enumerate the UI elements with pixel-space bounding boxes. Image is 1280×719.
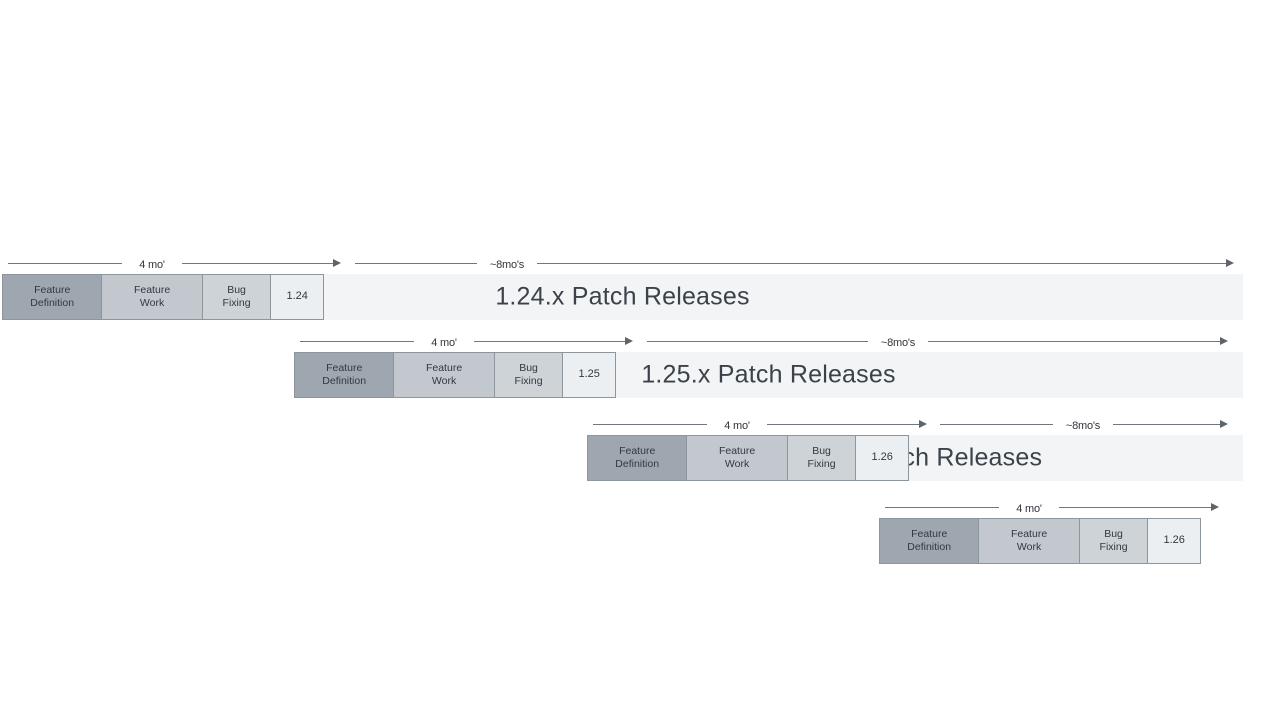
dev-duration-arrow-1.25-arrowhead-icon (625, 337, 633, 345)
segment-feature-definition: Feature Definition (880, 519, 980, 563)
patch-duration-arrow-1.26-arrowhead-icon (1220, 420, 1228, 428)
segment-feature-definition: Feature Definition (3, 275, 103, 319)
segment-bug-fixing: Bug Fixing (494, 353, 564, 397)
segment-version: 1.25 (563, 353, 615, 397)
dev-duration-arrow-1.25-line-left (300, 341, 414, 342)
segment-bug-fixing: Bug Fixing (1079, 519, 1149, 563)
segment-version: 1.26 (1148, 519, 1200, 563)
segment-version: 1.24 (271, 275, 323, 319)
segment-feature-work: Feature Work (979, 519, 1080, 563)
dev-duration-arrow-1.24: 4 mo' (8, 252, 341, 274)
dev-duration-arrow-1.24-line-right (182, 263, 333, 264)
dev-duration-arrow-1.25: 4 mo' (300, 330, 633, 352)
dev-duration-arrow-1.26-label: 4 mo' (724, 420, 750, 432)
dev-duration-arrow-1.24-line-left (8, 263, 122, 264)
dev-duration-arrow-1.26-line-left (593, 424, 707, 425)
patch-duration-arrow-1.25-arrowhead-icon (1220, 337, 1228, 345)
dev-duration-arrow-1.26: 4 mo' (885, 496, 1219, 518)
patch-duration-arrow-1.25-label: ~8mo's (880, 337, 916, 349)
segment-feature-definition: Feature Definition (295, 353, 395, 397)
dev-duration-arrow-1.26-line-left (885, 507, 999, 508)
patch-duration-arrow-1.24-arrowhead-icon (1226, 259, 1234, 267)
dev-duration-arrow-1.24-arrowhead-icon (333, 259, 341, 267)
dev-duration-arrow-1.26-arrowhead-icon (1211, 503, 1219, 511)
segment-feature-work: Feature Work (394, 353, 495, 397)
dev-duration-arrow-1.25-label: 4 mo' (431, 337, 457, 349)
patch-duration-arrow-1.24: ~8mo's (355, 252, 1234, 274)
patch-duration-arrow-1.26-line-right (1113, 424, 1220, 425)
segment-feature-work: Feature Work (687, 436, 788, 480)
dev-duration-arrow-1.26-line-right (767, 424, 919, 425)
segment-bug-fixing: Bug Fixing (202, 275, 272, 319)
segment-feature-work: Feature Work (102, 275, 203, 319)
patch-duration-arrow-1.24-line-right (537, 263, 1226, 264)
patch-duration-arrow-1.24-label: ~8mo's (489, 259, 525, 271)
patch-release-label: 1.24.x Patch Releases (495, 282, 750, 311)
patch-duration-arrow-1.25: ~8mo's (647, 330, 1228, 352)
patch-duration-arrow-1.26-label: ~8mo's (1065, 420, 1101, 432)
segment-bug-fixing: Bug Fixing (787, 436, 857, 480)
dev-duration-arrow-1.26-arrowhead-icon (919, 420, 927, 428)
dev-duration-arrow-1.25-line-right (474, 341, 625, 342)
patch-duration-arrow-1.25-line-right (928, 341, 1220, 342)
patch-duration-arrow-1.26: ~8mo's (940, 413, 1228, 435)
patch-release-label: 1.25.x Patch Releases (641, 360, 896, 389)
dev-duration-arrow-1.26-line-right (1059, 507, 1211, 508)
dev-duration-arrow-1.24-label: 4 mo' (139, 259, 165, 271)
dev-duration-arrow-1.26-label: 4 mo' (1016, 503, 1042, 515)
patch-duration-arrow-1.26-line-left (940, 424, 1053, 425)
segment-version: 1.26 (856, 436, 908, 480)
patch-duration-arrow-1.25-line-left (647, 341, 868, 342)
segment-feature-definition: Feature Definition (588, 436, 688, 480)
patch-duration-arrow-1.24-line-left (355, 263, 477, 264)
dev-duration-arrow-1.26: 4 mo' (593, 413, 927, 435)
